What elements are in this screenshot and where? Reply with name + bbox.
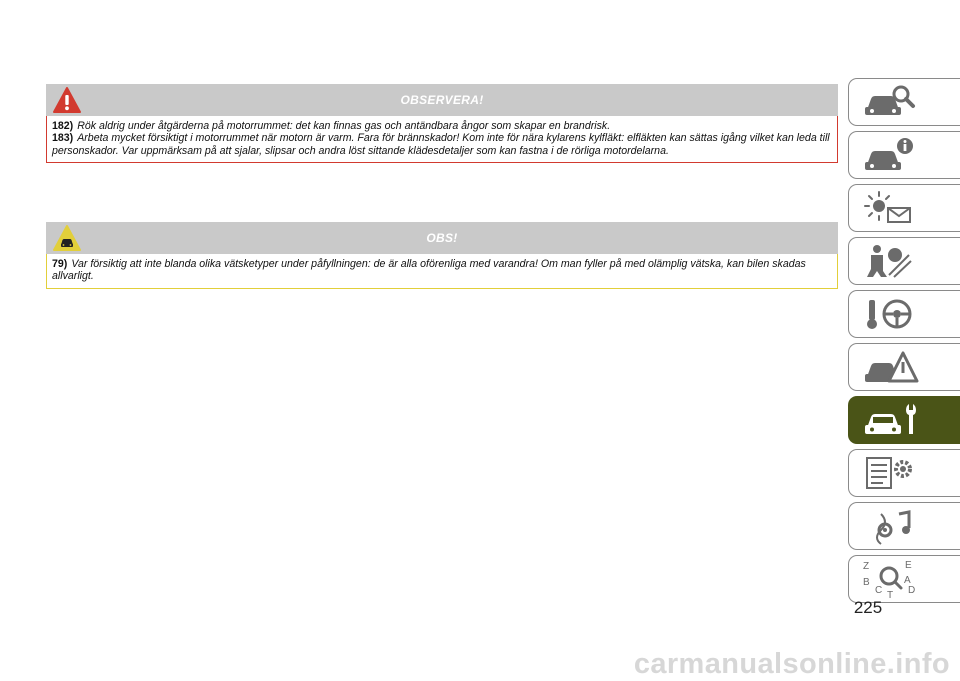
item-text: Arbeta mycket försiktigt i motorrummet n… xyxy=(52,132,830,157)
item-text: Var försiktig att inte blanda olika väts… xyxy=(52,258,806,283)
item-text: Rök aldrig under åtgärderna på motorrumm… xyxy=(77,120,611,132)
nav-tab-index[interactable]: Z E B A C T D xyxy=(848,555,960,603)
warning-item: 182)Rök aldrig under åtgärderna på motor… xyxy=(52,120,832,132)
warning-item: 183)Arbeta mycket försiktigt i motorrumm… xyxy=(52,132,832,157)
warning-header: OBSERVERA! xyxy=(46,84,838,116)
note-box: OBS! 79)Var försiktig att inte blanda ol… xyxy=(46,222,838,289)
note-body: 79)Var försiktig att inte blanda olika v… xyxy=(46,254,838,289)
svg-text:T: T xyxy=(887,590,893,599)
nav-tab-emergency[interactable] xyxy=(848,343,960,391)
nav-tab-starting[interactable] xyxy=(848,290,960,338)
warning-title: OBSERVERA! xyxy=(400,93,484,107)
svg-text:Z: Z xyxy=(863,561,869,572)
svg-text:A: A xyxy=(904,575,911,586)
item-number: 79) xyxy=(52,258,68,270)
nav-tab-dashboard[interactable] xyxy=(848,78,960,126)
svg-text:B: B xyxy=(863,577,870,588)
airbag-safety-icon xyxy=(867,245,912,278)
car-wrench-icon xyxy=(865,404,916,434)
nav-tab-multimedia[interactable] xyxy=(848,502,960,550)
note-header: OBS! xyxy=(46,222,838,254)
nav-tab-specs[interactable] xyxy=(848,449,960,497)
car-info-icon xyxy=(865,138,913,170)
index-search-icon: Z E B A C T D xyxy=(863,560,915,599)
item-number: 183) xyxy=(52,132,74,145)
car-warning-icon xyxy=(865,351,919,383)
light-message-icon xyxy=(864,191,911,223)
car-search-icon xyxy=(865,85,915,115)
note-title: OBS! xyxy=(426,231,458,245)
car-caution-icon xyxy=(53,225,81,251)
nav-tab-service[interactable] xyxy=(848,396,960,444)
warning-triangle-icon xyxy=(53,87,81,113)
nav-tab-safety[interactable] xyxy=(848,237,960,285)
svg-text:E: E xyxy=(905,560,912,571)
svg-text:D: D xyxy=(908,585,915,596)
note-item: 79)Var försiktig att inte blanda olika v… xyxy=(52,258,832,283)
warning-box: OBSERVERA! 182)Rök aldrig under åtgärder… xyxy=(46,84,838,164)
nav-tab-info[interactable] xyxy=(848,131,960,179)
svg-text:C: C xyxy=(875,585,882,596)
warning-body: 182)Rök aldrig under åtgärderna på motor… xyxy=(46,116,838,164)
specs-gear-icon xyxy=(866,457,912,489)
watermark: carmanualsonline.info xyxy=(633,648,950,680)
item-number: 182) xyxy=(52,120,74,132)
page-number: 225 xyxy=(853,598,883,617)
key-steering-icon xyxy=(867,299,912,329)
nav-tab-lights[interactable] xyxy=(848,184,960,232)
multimedia-icon xyxy=(876,510,911,545)
